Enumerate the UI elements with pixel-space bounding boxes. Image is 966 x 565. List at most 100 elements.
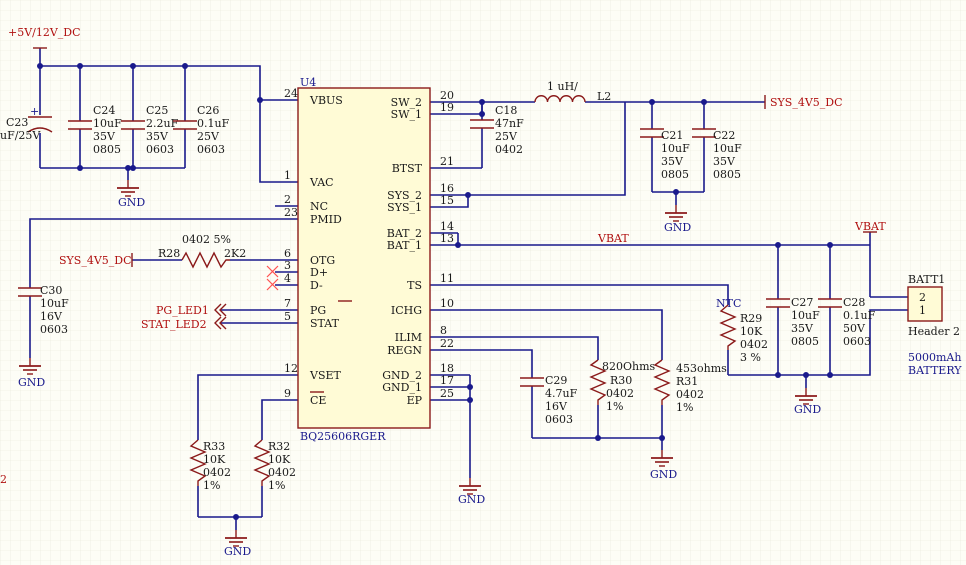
r31-value: 453ohms xyxy=(676,362,727,375)
c30-designator: C30 xyxy=(40,284,62,297)
c22-value: 10uF xyxy=(713,142,742,155)
pin-name: GND_2 xyxy=(382,369,422,382)
r29-package: 0402 xyxy=(740,338,768,351)
net-port-sys-out[interactable]: SYS_4V5_DC xyxy=(764,95,843,109)
l2-designator: L2 xyxy=(597,90,611,103)
net-port-sys-otg[interactable]: SYS_4V5_DC xyxy=(59,253,133,267)
power-port-vbat[interactable]: VBAT xyxy=(854,220,886,233)
resistor-r30[interactable]: 820Ohms R30 0402 1% xyxy=(589,359,656,413)
pin-number: 13 xyxy=(440,232,454,245)
pin-name: VAC xyxy=(309,176,334,189)
c22-designator: C22 xyxy=(713,129,735,142)
junction-dots xyxy=(37,63,833,520)
pin-name: D- xyxy=(310,279,323,292)
pin-name: TS xyxy=(407,279,422,292)
pin-name: REGN xyxy=(387,344,422,357)
pin-number: 3 xyxy=(284,259,291,272)
c29-voltage: 16V xyxy=(545,400,568,413)
batt1-pin-1: 1 xyxy=(919,304,926,317)
c25-package: 0603 xyxy=(146,143,174,156)
wires xyxy=(29,48,908,530)
l2-value: 1 uH/ xyxy=(547,80,578,93)
resistor-r31[interactable]: 453ohms R31 0402 1% xyxy=(653,359,727,414)
resistor-r29-ntc[interactable]: NTC R29 10K 0402 3 % xyxy=(716,297,768,364)
capacitor-c29[interactable]: C29 4.7uF 16V 0603 xyxy=(520,374,578,426)
battery-capacity: 5000mAh xyxy=(908,351,961,364)
c30-package: 0603 xyxy=(40,323,68,336)
c26-package: 0603 xyxy=(197,143,225,156)
net-sys-out-label: SYS_4V5_DC xyxy=(770,96,843,109)
c25-designator: C25 xyxy=(146,104,168,117)
pin-name: NC xyxy=(310,200,328,213)
c29-designator: C29 xyxy=(545,374,567,387)
r30-designator: R30 xyxy=(610,374,632,387)
r32-designator: R32 xyxy=(268,440,290,453)
net-port-stat-led[interactable]: STAT_LED2 xyxy=(141,316,227,331)
pin-name: SYS_1 xyxy=(387,201,422,214)
c30-value: 10uF xyxy=(40,297,69,310)
batt1-pin-2: 2 xyxy=(919,291,926,304)
c18-designator: C18 xyxy=(495,104,517,117)
capacitor-c22[interactable]: C22 10uF 35V 0805 xyxy=(692,128,742,181)
svg-text:GND: GND xyxy=(794,403,821,416)
r32-value: 10K xyxy=(268,453,291,466)
capacitor-c27[interactable]: C27 10uF 35V 0805 xyxy=(766,296,820,348)
c27-designator: C27 xyxy=(791,296,813,309)
pin-number: 7 xyxy=(284,297,291,310)
edge-label-fragment: 2 xyxy=(0,473,7,486)
capacitor-c21[interactable]: C21 10uF 35V 0805 xyxy=(640,128,690,181)
capacitor-c30[interactable]: C30 10uF 16V 0603 xyxy=(18,284,69,336)
capacitor-c18[interactable]: C18 47nF 25V 0402 xyxy=(470,104,524,156)
pin-number: 1 xyxy=(284,169,291,182)
c18-package: 0402 xyxy=(495,143,523,156)
capacitor-c23[interactable]: + C23 uF/25V xyxy=(0,105,53,142)
r30-package: 0402 xyxy=(606,387,634,400)
inductor-l2[interactable]: 1 uH/ L2 xyxy=(534,80,611,103)
ic-designator: U4 xyxy=(300,76,316,89)
capacitor-c24[interactable]: C24 10uF 35V 0805 xyxy=(68,104,122,156)
batt1-part: Header 2 xyxy=(908,325,960,338)
capacitor-c25[interactable]: C25 2.2uF 35V 0603 xyxy=(121,104,179,156)
c23-designator: C23 xyxy=(6,116,28,129)
resistor-r32[interactable]: R32 10K 0402 1% xyxy=(253,439,296,492)
r32-package: 0402 xyxy=(268,466,296,479)
battery-header-batt1[interactable]: BATT1 2 1 Header 2 5000mAh BATTERY xyxy=(907,273,962,377)
ic-left-pins: 24VBUS1VAC2NC23PMID6OTG3D+4D-7PG5STAT12V… xyxy=(284,87,343,407)
ic-pin-d: 4D- xyxy=(284,272,323,292)
ic-pin-nc: 2NC xyxy=(284,193,328,213)
ic-u4[interactable]: U4 BQ25606RGER 24VBUS1VAC2NC23PMID6OTG3D… xyxy=(284,76,454,443)
power-port-input[interactable]: +5V/12V_DC xyxy=(8,26,81,49)
ground-resistors-icon: GND xyxy=(650,449,677,481)
pin-name: D+ xyxy=(310,266,328,279)
c28-value: 0.1uF xyxy=(843,309,876,322)
capacitor-c28[interactable]: C28 0.1uF 50V 0603 xyxy=(818,296,876,348)
pin-name: PMID xyxy=(310,213,342,226)
pin-name: BAT_2 xyxy=(387,227,422,240)
c22-voltage: 35V xyxy=(713,155,736,168)
resistor-r28[interactable]: R28 0402 5% 2K2 xyxy=(158,233,246,269)
pin-number: 10 xyxy=(440,297,454,310)
c24-designator: C24 xyxy=(93,104,115,117)
pin-number: 18 xyxy=(440,362,454,375)
pin-name: PG xyxy=(310,304,326,317)
capacitor-c26[interactable]: C26 0.1uF 25V 0603 xyxy=(173,104,230,156)
r28-designator: R28 xyxy=(158,247,180,260)
r31-tolerance: 1% xyxy=(676,401,693,414)
svg-text:GND: GND xyxy=(650,468,677,481)
c21-voltage: 35V xyxy=(661,155,684,168)
pin-number: 15 xyxy=(440,194,454,207)
resistor-r33[interactable]: R33 10K 0402 1% xyxy=(189,439,231,492)
batt1-designator: BATT1 xyxy=(908,273,945,286)
net-port-pg-led[interactable]: PG_LED1 xyxy=(156,303,227,317)
